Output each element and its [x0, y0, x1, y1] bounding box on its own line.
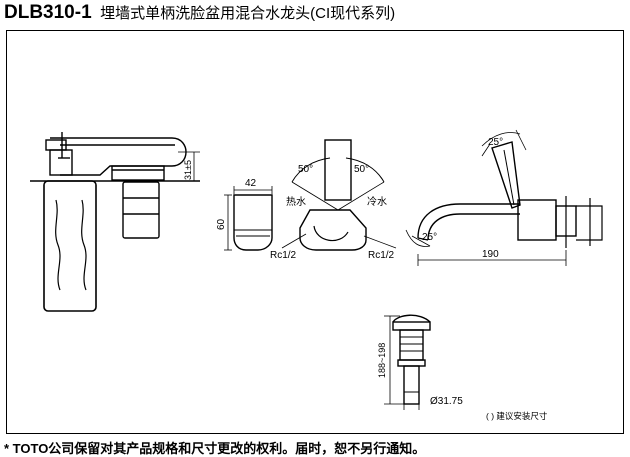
- drawing-frame: [6, 30, 624, 434]
- dim-31-5-label: 31±5: [183, 160, 193, 180]
- dim-42-label: 42: [245, 178, 257, 189]
- dim-188-198-label: 188~198: [377, 343, 387, 378]
- cold-water-label: 冷水: [367, 195, 387, 208]
- side-view: [30, 132, 200, 312]
- angle-25-top-label: 25°: [488, 137, 503, 148]
- angle-50-left-label: 50°: [298, 164, 313, 175]
- drain-view: [384, 314, 431, 410]
- model-number: DLB310-1: [4, 2, 92, 23]
- side-profile-view: [405, 129, 603, 266]
- install-note: ( ) 建议安装尺寸: [486, 411, 548, 421]
- rc-right-label: Rc1/2: [368, 250, 395, 261]
- front-view: [224, 139, 397, 251]
- dim-31-75-label: Ø31.75: [430, 396, 463, 407]
- hot-water-label: 热水: [286, 195, 306, 208]
- product-description: 埋墙式单柄洗脸盆用混合水龙头(CI现代系列): [100, 5, 396, 22]
- rc-left-label: Rc1/2: [270, 250, 297, 261]
- footer-disclaimer: * TOTO公司保留对其产品规格和尺寸更改的权利。届时，恕不另行通知。: [4, 441, 426, 456]
- dim-60-label: 60: [216, 218, 227, 230]
- angle-25-bottom-label: 25°: [422, 232, 437, 243]
- dim-190-label: 190: [482, 249, 499, 260]
- angle-50-right-label: 50°: [354, 164, 369, 175]
- page-title: DLB310-1 埋墙式单柄洗脸盆用混合水龙头(CI现代系列): [4, 2, 395, 24]
